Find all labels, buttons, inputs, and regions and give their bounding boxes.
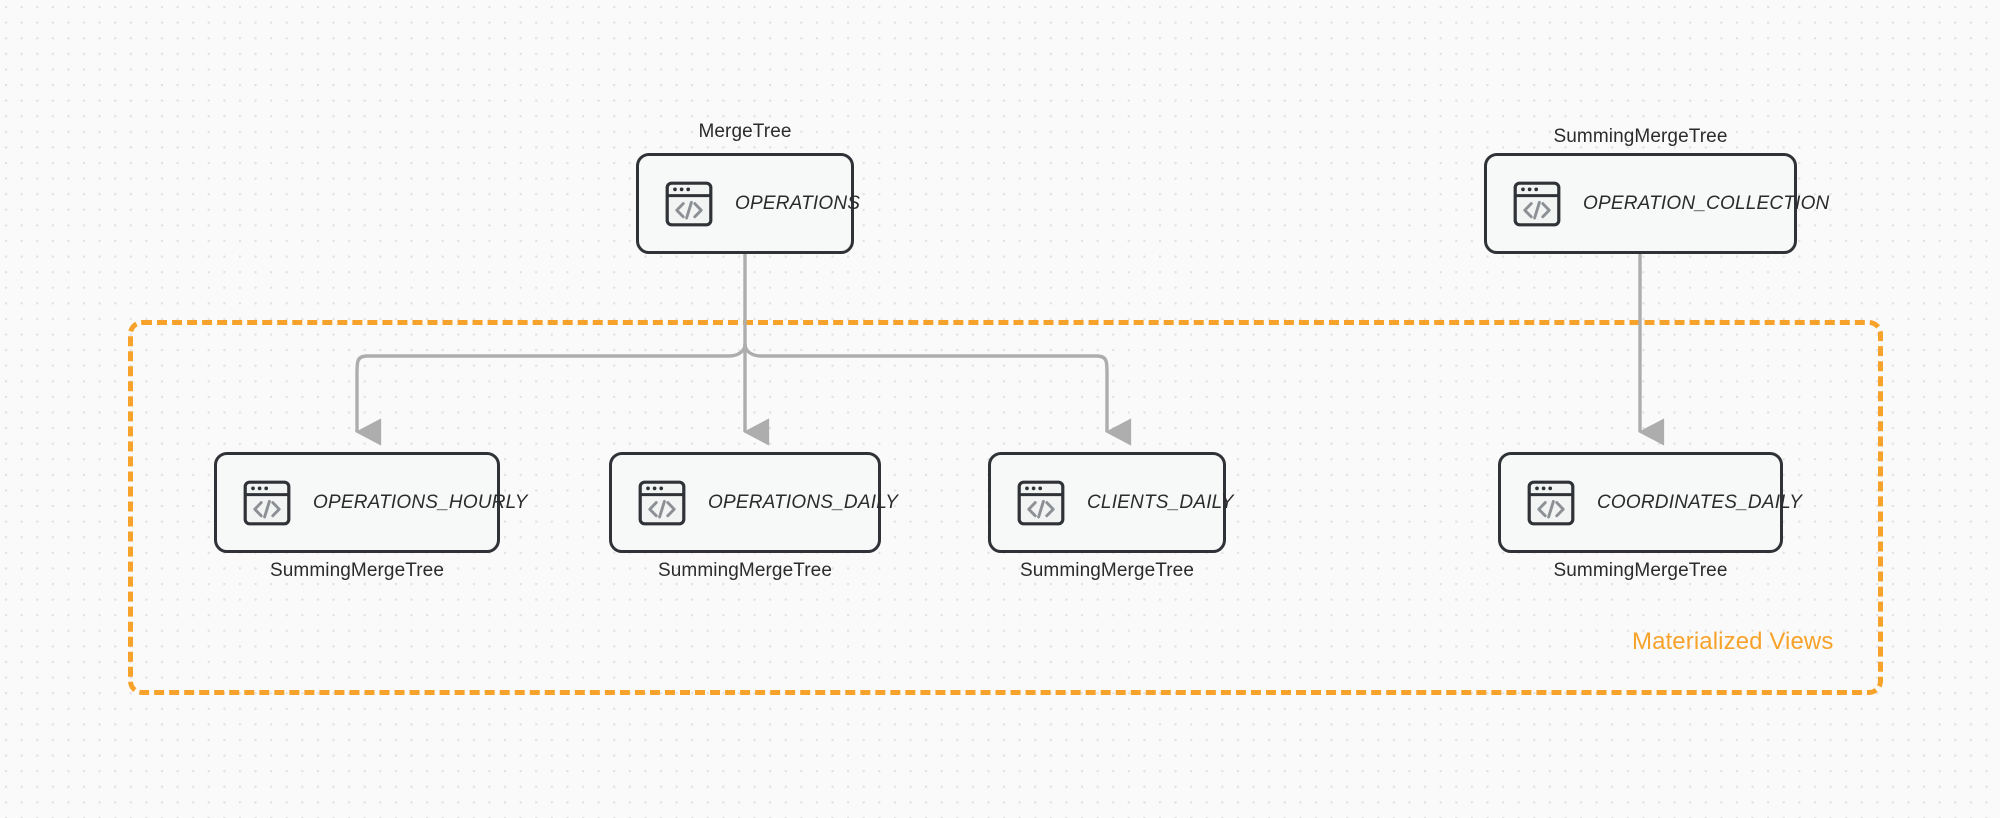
code-window-icon bbox=[1017, 480, 1065, 525]
node-label-operations-daily: OPERATIONS_DAILY bbox=[708, 491, 899, 513]
code-window-icon bbox=[1513, 181, 1561, 226]
code-window-icon bbox=[665, 181, 713, 226]
node-label-coordinates-daily: COORDINATES_DAILY bbox=[1597, 491, 1803, 513]
node-label-operations-hourly: OPERATIONS_HOURLY bbox=[313, 491, 528, 513]
engine-caption-clients-daily: SummingMergeTree bbox=[1019, 560, 1195, 581]
materialized-views-group[interactable] bbox=[128, 320, 1883, 695]
code-window-icon bbox=[638, 480, 686, 525]
code-window-icon bbox=[1527, 480, 1575, 525]
node-coordinates-daily[interactable]: COORDINATES_DAILY bbox=[1498, 452, 1802, 553]
engine-caption-operations-hourly: SummingMergeTree bbox=[269, 560, 445, 581]
engine-caption-operations: MergeTree bbox=[698, 121, 792, 142]
node-operations-daily[interactable]: OPERATIONS_DAILY bbox=[609, 452, 898, 553]
materialized-views-label: Materialized Views bbox=[1632, 628, 1834, 655]
node-label-operation-collection: OPERATION_COLLECTION bbox=[1583, 192, 1830, 214]
code-window-icon bbox=[243, 480, 291, 525]
engine-caption-operation-collection: SummingMergeTree bbox=[1553, 126, 1728, 147]
engine-caption-operations-daily: SummingMergeTree bbox=[657, 560, 833, 581]
node-label-operations: OPERATIONS bbox=[735, 192, 861, 214]
node-clients-daily[interactable]: CLIENTS_DAILY bbox=[988, 452, 1233, 553]
node-label-clients-daily: CLIENTS_DAILY bbox=[1087, 491, 1234, 513]
node-operation-collection[interactable]: OPERATION_COLLECTION bbox=[1484, 153, 1829, 254]
engine-caption-coordinates-daily: SummingMergeTree bbox=[1553, 560, 1728, 581]
node-operations-hourly[interactable]: OPERATIONS_HOURLY bbox=[214, 452, 527, 553]
node-operations[interactable]: OPERATIONS bbox=[636, 153, 860, 254]
